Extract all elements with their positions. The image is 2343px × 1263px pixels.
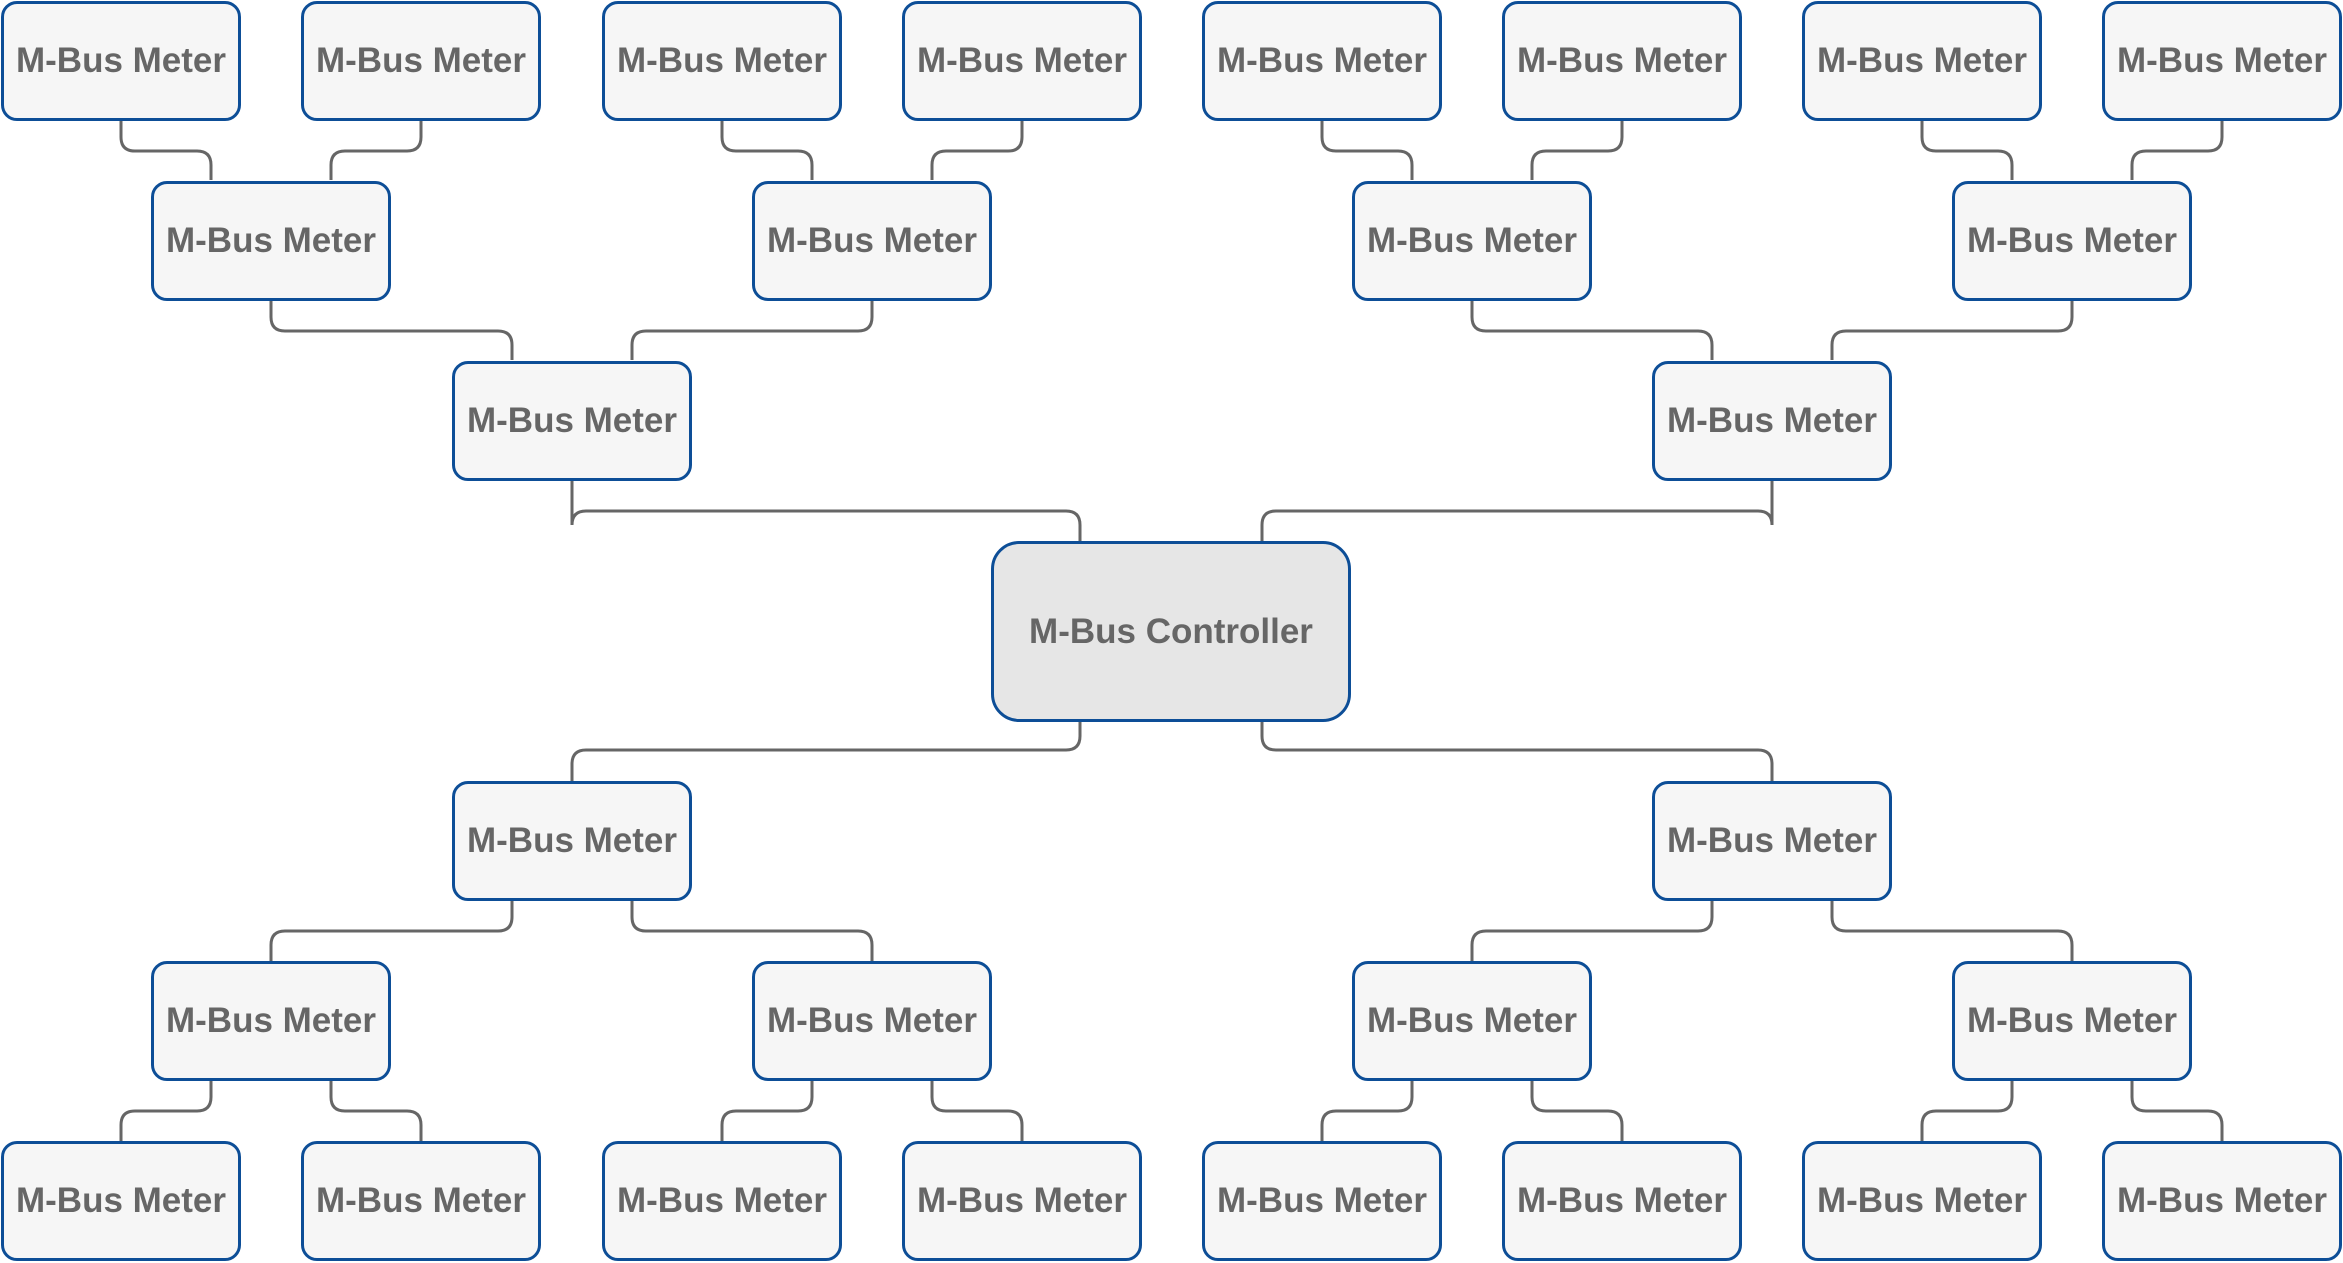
meter-node: M-Bus Meter xyxy=(452,361,692,481)
connector xyxy=(930,1081,1024,1141)
meter-node: M-Bus Meter xyxy=(752,181,992,301)
meter-node: M-Bus Meter xyxy=(602,1141,842,1261)
meter-node: M-Bus Meter xyxy=(2102,1141,2342,1261)
connector xyxy=(1470,901,1714,961)
connector xyxy=(630,301,874,360)
meter-node: M-Bus Meter xyxy=(452,781,692,901)
connector xyxy=(1470,301,1714,360)
connector xyxy=(329,1081,423,1141)
meter-node: M-Bus Meter xyxy=(301,1141,541,1261)
connector xyxy=(720,121,814,180)
connector xyxy=(570,722,1082,781)
connector xyxy=(1320,121,1414,180)
connector xyxy=(1920,1081,2014,1141)
connector xyxy=(1260,481,1774,541)
meter-node: M-Bus Meter xyxy=(1352,961,1592,1081)
meter-node: M-Bus Meter xyxy=(1802,1,2042,121)
connector xyxy=(1920,121,2014,180)
meter-node: M-Bus Meter xyxy=(902,1,1142,121)
connector xyxy=(2130,1081,2224,1141)
connector xyxy=(1320,1081,1414,1141)
meter-node: M-Bus Meter xyxy=(1652,781,1892,901)
connector xyxy=(570,481,1082,541)
meter-node: M-Bus Meter xyxy=(1502,1141,1742,1261)
meter-node: M-Bus Meter xyxy=(1202,1,1442,121)
meter-node: M-Bus Meter xyxy=(1,1,241,121)
connector xyxy=(930,121,1024,180)
meter-node: M-Bus Meter xyxy=(1502,1,1742,121)
connector xyxy=(269,901,514,961)
connector xyxy=(1260,722,1774,781)
meter-node: M-Bus Meter xyxy=(1952,181,2192,301)
mbus-controller-node: M-Bus Controller xyxy=(991,541,1351,722)
meter-node: M-Bus Meter xyxy=(1,1141,241,1261)
meter-node: M-Bus Meter xyxy=(902,1141,1142,1261)
connector xyxy=(630,901,874,961)
connector xyxy=(1830,901,2074,961)
meter-node: M-Bus Meter xyxy=(752,961,992,1081)
connector xyxy=(119,121,213,180)
connector xyxy=(329,121,423,180)
connector xyxy=(119,1081,213,1141)
connector xyxy=(2130,121,2224,180)
connector xyxy=(720,1081,814,1141)
meter-node: M-Bus Meter xyxy=(301,1,541,121)
meter-node: M-Bus Meter xyxy=(1202,1141,1442,1261)
meter-node: M-Bus Meter xyxy=(151,961,391,1081)
meter-node: M-Bus Meter xyxy=(1802,1141,2042,1261)
connector xyxy=(1830,301,2074,360)
meter-node: M-Bus Meter xyxy=(602,1,842,121)
meter-node: M-Bus Meter xyxy=(2102,1,2342,121)
connector xyxy=(1530,1081,1624,1141)
connector xyxy=(269,301,514,360)
meter-node: M-Bus Meter xyxy=(1952,961,2192,1081)
meter-node: M-Bus Meter xyxy=(1652,361,1892,481)
connector xyxy=(1530,121,1624,180)
meter-node: M-Bus Meter xyxy=(1352,181,1592,301)
meter-node: M-Bus Meter xyxy=(151,181,391,301)
